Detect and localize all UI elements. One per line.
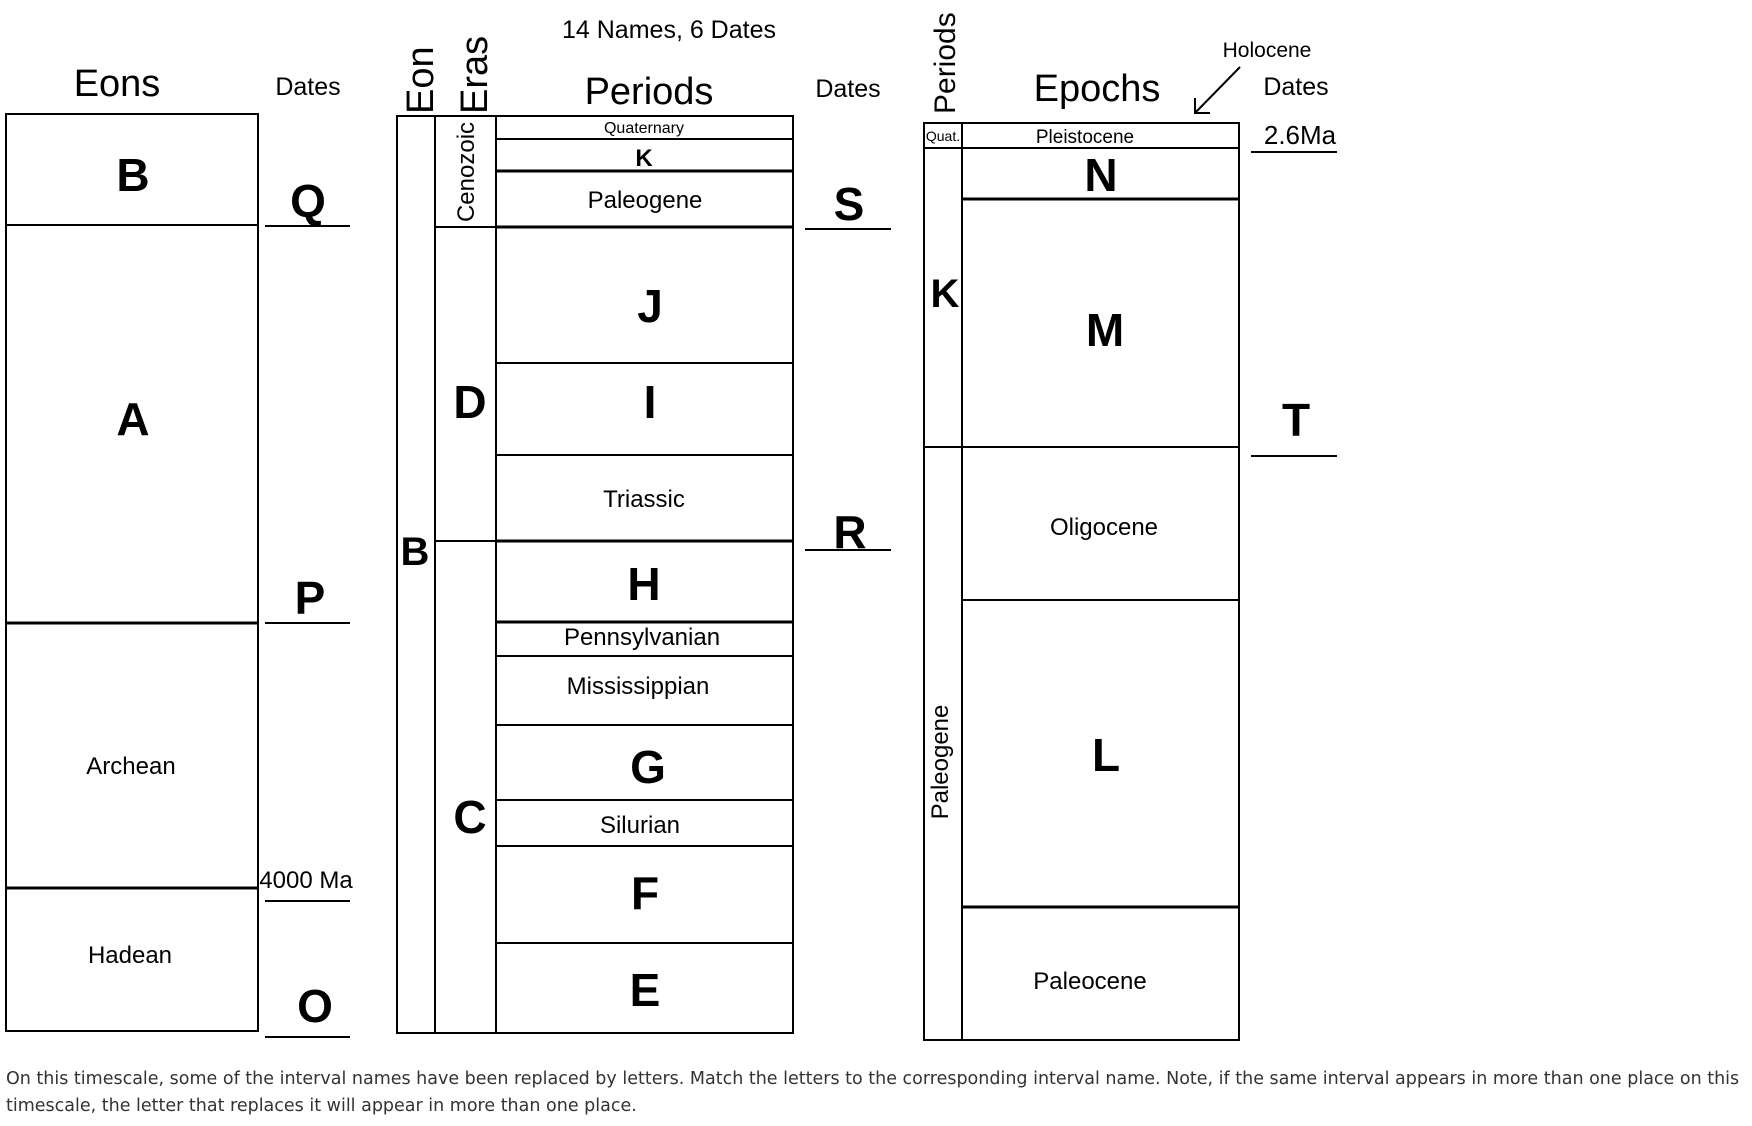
epochs-column: [923, 122, 1337, 1041]
period-date-r: R: [833, 506, 866, 558]
epochs-header: Epochs: [1034, 68, 1161, 110]
timescale-diagram: 14 Names, 6 Dates Eons Dates B A Archean…: [5, 12, 1337, 1041]
eon-date-o: O: [297, 980, 333, 1032]
period-silurian: Silurian: [600, 812, 680, 839]
period-paleogene: Paleogene: [588, 187, 703, 214]
epoch-date-2-6ma: 2.6Ma: [1264, 120, 1337, 150]
period-e: E: [630, 964, 661, 1016]
era-c: C: [453, 791, 486, 843]
epoch-period-paleogene: Paleogene: [927, 705, 954, 820]
holocene-arrow-icon: [1194, 66, 1241, 114]
period-j: J: [637, 280, 663, 332]
eons-column: [5, 113, 350, 1038]
periods-column: [396, 115, 891, 1034]
epoch-period-k: K: [931, 272, 960, 316]
eon-column-header: Eon: [400, 46, 442, 114]
period-pennsylvanian: Pennsylvanian: [564, 624, 720, 651]
periods-header: Periods: [585, 71, 714, 113]
eon-date-q: Q: [290, 175, 326, 227]
era-cenozoic: Cenozoic: [453, 122, 480, 222]
eons-dates-header: Dates: [275, 73, 340, 101]
eon-interval-hadean: Hadean: [88, 942, 172, 969]
eon-interval-a: A: [116, 393, 149, 445]
period-date-s: S: [834, 178, 865, 230]
period-quaternary: Quaternary: [604, 120, 684, 137]
eons-header: Eons: [74, 63, 161, 105]
epochs-dates-header: Dates: [1263, 73, 1328, 101]
eras-column-header: Eras: [454, 36, 496, 114]
epoch-paleocene: Paleocene: [1033, 968, 1146, 995]
eon-date-4000: 4000 Ma: [259, 867, 353, 894]
periods-dates-header: Dates: [815, 75, 880, 103]
epoch-l: L: [1092, 729, 1120, 781]
period-h: H: [627, 558, 660, 610]
period-k: K: [635, 145, 653, 172]
epoch-pleistocene: Pleistocene: [1036, 127, 1134, 148]
eon-date-p: P: [295, 572, 326, 624]
epoch-period-quat: Quat.: [926, 128, 960, 144]
epoch-date-t: T: [1282, 394, 1310, 446]
period-g: G: [630, 741, 666, 793]
period-mississippian: Mississippian: [567, 673, 710, 700]
holocene-label: Holocene: [1223, 39, 1312, 62]
diagram-title: 14 Names, 6 Dates: [562, 16, 776, 44]
instructions-text: On this timescale, some of the interval …: [6, 1069, 1740, 1116]
eon-label-b: B: [401, 530, 430, 574]
period-i: I: [644, 376, 657, 428]
period-triassic: Triassic: [603, 486, 685, 513]
period-f: F: [631, 867, 659, 919]
era-d: D: [453, 376, 486, 428]
epoch-oligocene: Oligocene: [1050, 514, 1158, 541]
epoch-m: M: [1086, 304, 1124, 356]
epoch-n: N: [1084, 149, 1117, 201]
eon-interval-b: B: [116, 149, 149, 201]
eon-interval-archean: Archean: [86, 753, 175, 780]
epochs-periods-header: Periods: [929, 12, 962, 114]
